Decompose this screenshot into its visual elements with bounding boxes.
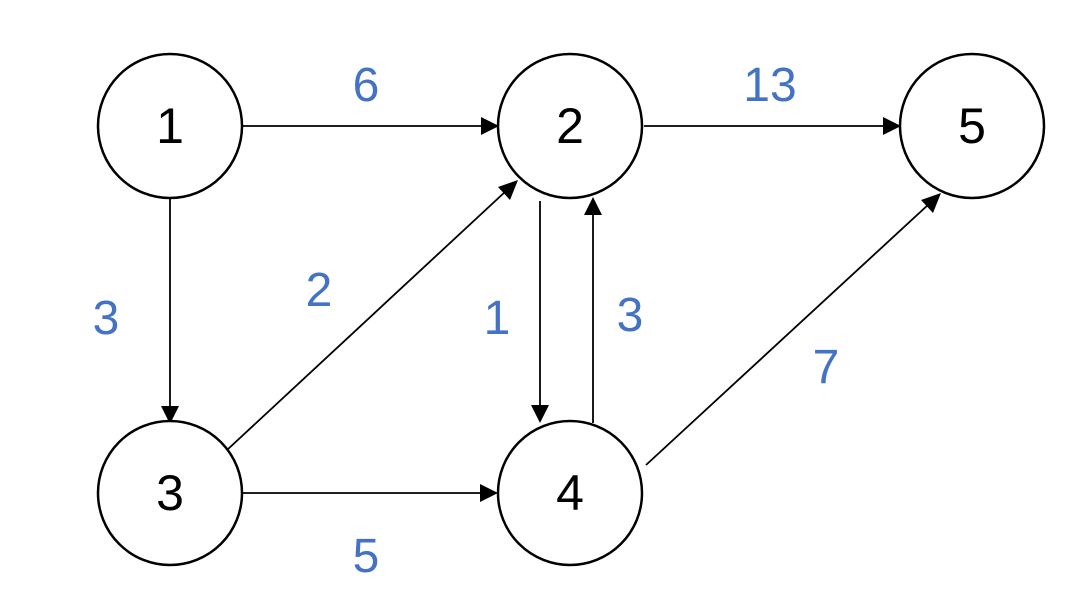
arrowhead-icon [161, 406, 179, 424]
node-4: 4 [496, 419, 644, 567]
node-label: 5 [958, 98, 986, 154]
node-5: 5 [898, 52, 1046, 200]
edge-weight-1-3: 3 [93, 292, 120, 345]
edge-4-5: 7 [645, 193, 941, 466]
edge-weight-4-2: 3 [617, 289, 644, 342]
node-1: 1 [96, 52, 244, 200]
edge-3-4: 5 [241, 484, 498, 583]
edge-1-3: 3 [93, 197, 179, 424]
node-label: 1 [156, 98, 184, 154]
arrowhead-icon [480, 484, 498, 502]
node-label: 2 [556, 98, 584, 154]
arrowhead-icon [584, 197, 602, 215]
arrowhead-icon [498, 180, 518, 200]
edge-weight-2-5: 13 [743, 59, 796, 112]
arrowhead-icon [531, 405, 549, 423]
edge-2-5: 13 [644, 59, 901, 135]
node-label: 4 [556, 465, 584, 521]
edge-weight-3-4: 5 [353, 530, 380, 583]
arrowhead-icon [921, 193, 941, 213]
node-3: 3 [96, 419, 244, 567]
node-label: 3 [156, 465, 184, 521]
arrowhead-icon [481, 117, 499, 135]
edge-weight-1-2: 6 [353, 59, 380, 112]
edge-1-2: 6 [241, 59, 499, 135]
edge-weight-2-4: 1 [484, 292, 511, 345]
edge-weight-4-5: 7 [813, 341, 840, 394]
arrowhead-icon [883, 117, 901, 135]
node-2: 2 [496, 52, 644, 200]
edge-3-2: 2 [226, 180, 518, 451]
edge-4-2: 3 [584, 197, 643, 423]
edge-weight-3-2: 2 [306, 264, 333, 317]
edge-2-4: 1 [484, 201, 549, 423]
